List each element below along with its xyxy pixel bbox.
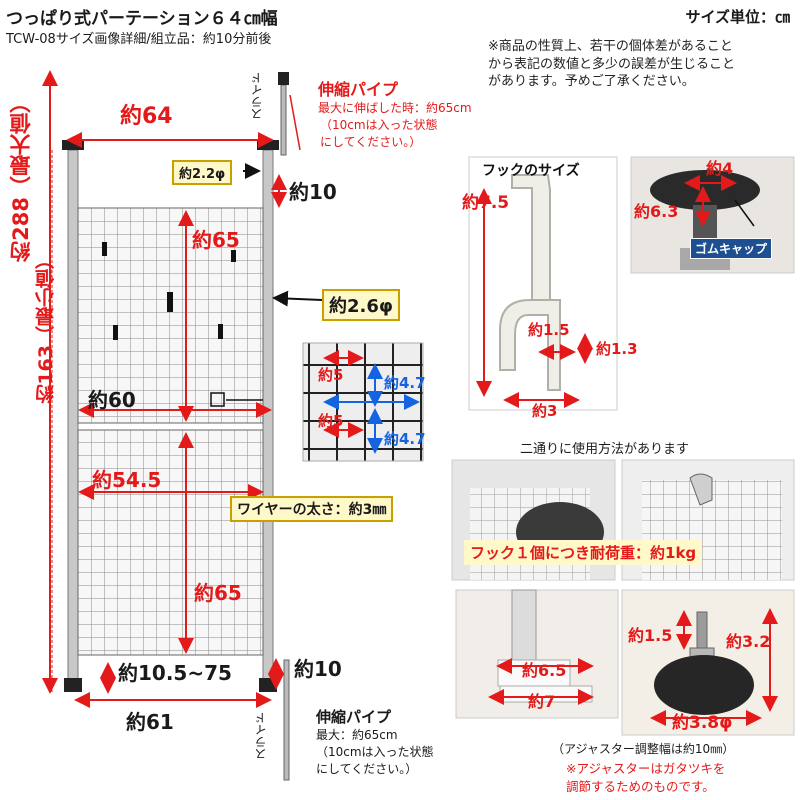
label-hook-width: 約3 (532, 402, 558, 420)
panel-hook (167, 292, 173, 312)
label-adjuster-height: 約3.2 (726, 632, 771, 651)
left-foot (64, 678, 82, 692)
label-hook-height: 約7.5 (462, 193, 510, 213)
adjuster-note-2: 調節するためのものです。 (566, 779, 715, 794)
label-top-width: 約64 (120, 104, 173, 129)
hook-shape-lower (499, 299, 561, 391)
unit-label: サイズ単位：㎝ (685, 8, 790, 26)
label-cap-side: 約6.3 (634, 202, 679, 221)
panel-hook (231, 250, 236, 262)
label-rubber-cap: ゴムキャップ (690, 238, 773, 259)
hook-title: フックのサイズ (482, 163, 580, 179)
label-bottom-gap: 約10 (294, 657, 342, 681)
page-title: つっぱり式パーテーション６４㎝幅 (6, 9, 278, 29)
label-hook-depth: 約1.3 (596, 340, 638, 358)
top-pipe-cap (278, 72, 289, 85)
page-subtitle: TCW-08サイズ画像詳細/組立品：約10分前後 (6, 32, 272, 47)
disclaimer-line-2: から表記の数値と多少の誤差が生じること (488, 56, 736, 72)
label-top-gap: 約10 (289, 180, 337, 204)
top-pipe-info: 伸縮パイプ 最大に伸ばした時：約65cm （10cmは入った状態 にしてください… (318, 76, 472, 150)
mesh-cell-marker (210, 392, 225, 407)
label-adjuster-dia: 約3.8φ (672, 713, 733, 733)
bottom-pipe-info: 伸縮パイプ 最大：約65cm （10cmは入った状態 にしてください。） (316, 706, 434, 777)
label-adjust-range: 約10.5~75 (118, 661, 232, 685)
usage-load-label: フック１個につき耐荷重：約1kg (464, 540, 703, 565)
panel-hook (113, 325, 118, 340)
frame-dia-leader (272, 290, 323, 307)
top-pipe-line-1: 最大に伸ばした時：約65cm (318, 101, 472, 115)
label-mesh-h1: 約5 (318, 366, 344, 384)
top-pipe-title: 伸縮パイプ (318, 80, 399, 99)
label-mesh-v2: 約4.7 (384, 430, 426, 448)
disclaimer-line-1: ※商品の性質上、若干の個体差があること (488, 39, 733, 54)
label-frame-dia: 約2.6φ (322, 289, 400, 321)
label-panel-upper: 約65 (192, 228, 240, 252)
top-pipe-line-3: にしてください。） (320, 134, 422, 149)
adjuster-range: （アジャスター調整幅は約10㎜） (552, 742, 735, 756)
upper-mesh-panel (77, 207, 264, 424)
label-hook-inner: 約1.5 (528, 321, 570, 339)
lower-mesh-panel (77, 429, 264, 656)
label-height-max: 約288（最大値） (9, 92, 33, 262)
right-top-cap (257, 140, 279, 150)
left-top-cap (62, 140, 84, 150)
bottom-pipe-line-1: 最大：約65cm (316, 728, 398, 742)
top-pipe-line-2: （10cmは入った状態 (320, 117, 438, 132)
label-panel-lower: 約65 (194, 581, 242, 605)
label-mesh-h2: 約5 (318, 412, 344, 430)
label-pipe-dia: 約2.2φ (172, 160, 233, 185)
label-height-min: 約163（最小値） (35, 250, 57, 404)
hook-item (689, 473, 713, 506)
cap-label-leader (734, 199, 755, 227)
disclaimer-note: ※商品の性質上、若干の個体差があること から表記の数値と多少の誤差が生じること … (488, 38, 794, 91)
adjuster-base (654, 655, 754, 715)
label-slide-bottom: スライド (254, 712, 268, 760)
disclaimer-line-3: があります。予めご了承ください。 (488, 74, 695, 90)
label-wire-thickness: ワイヤーの太さ：約3㎜ (230, 496, 394, 522)
label-foot-w2: 約7 (528, 692, 556, 711)
label-foot-w1: 約6.5 (522, 661, 567, 680)
label-adjuster-bolt: 約1.5 (628, 626, 673, 645)
label-panel-width: 約54.5 (92, 468, 162, 492)
bottom-pipe-line-3: にしてください。） (316, 761, 418, 776)
panel-hook (218, 324, 223, 339)
panel-hook (102, 242, 107, 256)
bottom-pipe-title: 伸縮パイプ (316, 708, 392, 726)
label-cap-top: 約4 (706, 159, 734, 178)
bottom-extension-pipe (283, 659, 290, 781)
label-slide-top: スライド (250, 72, 264, 120)
left-pole (67, 149, 79, 681)
top-extension-pipe (280, 84, 287, 156)
bottom-pipe-line-2: （10cmは入った状態 (316, 744, 434, 759)
right-foot (259, 678, 277, 692)
right-pole (262, 149, 274, 681)
adjuster-note-1: ※アジャスターはガタツキを (566, 761, 726, 776)
label-mesh-v1: 約4.7 (384, 374, 426, 392)
top-pipe-leader (289, 94, 301, 151)
label-inner-width: 約60 (88, 388, 136, 412)
label-bottom-width: 約61 (126, 710, 174, 734)
usage-title: 二通りに使用方法があります (520, 442, 690, 457)
adjuster-bolt (696, 611, 708, 653)
